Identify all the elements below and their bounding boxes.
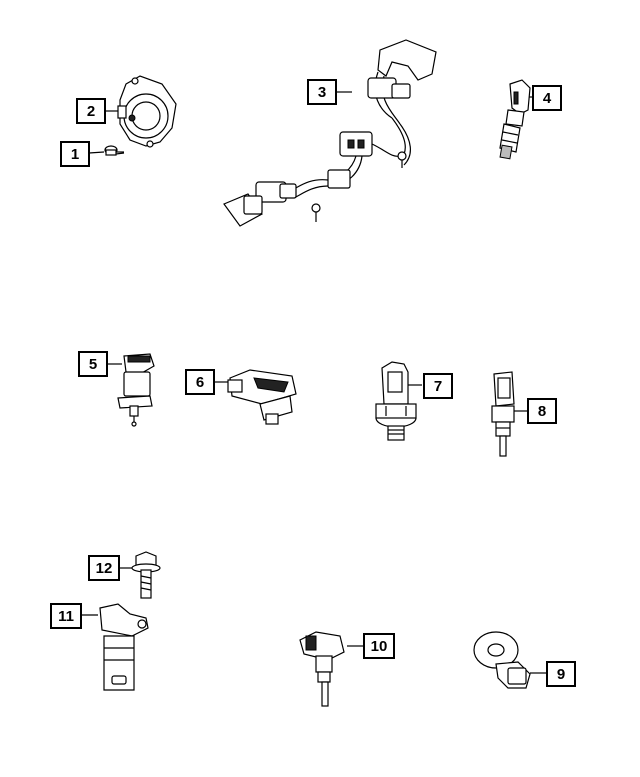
- callout-4: 4: [532, 85, 562, 111]
- part-9-knock-sensor: [473, 631, 531, 689]
- callout-10: 10: [363, 633, 395, 659]
- part-3-wiring-harness: [223, 39, 437, 227]
- part-5-position-sensor: [117, 353, 155, 427]
- part-10-exhaust-sensor: [299, 631, 345, 707]
- part-6-map-sensor: [227, 369, 297, 425]
- callout-1: 1: [60, 141, 90, 167]
- callout-5: 5: [78, 351, 108, 377]
- callout-2: 2: [76, 98, 106, 124]
- part-8-coolant-sensor: [491, 371, 515, 457]
- part-4-temperature-sensor: [499, 79, 531, 160]
- part-11-crank-sensor: [99, 603, 149, 691]
- part-2-round-sensor: [117, 75, 177, 148]
- callout-3: 3: [307, 79, 337, 105]
- callout-12: 12: [88, 555, 120, 581]
- part-12-flange-bolt: [131, 551, 161, 599]
- callout-9: 9: [546, 661, 576, 687]
- callout-8: 8: [527, 398, 557, 424]
- callout-6: 6: [185, 369, 215, 395]
- leader-lines: [81, 91, 546, 674]
- part-7-pressure-sensor: [375, 361, 417, 441]
- callout-11: 11: [50, 603, 82, 629]
- callout-7: 7: [423, 373, 453, 399]
- part-1-bolt: [104, 145, 125, 156]
